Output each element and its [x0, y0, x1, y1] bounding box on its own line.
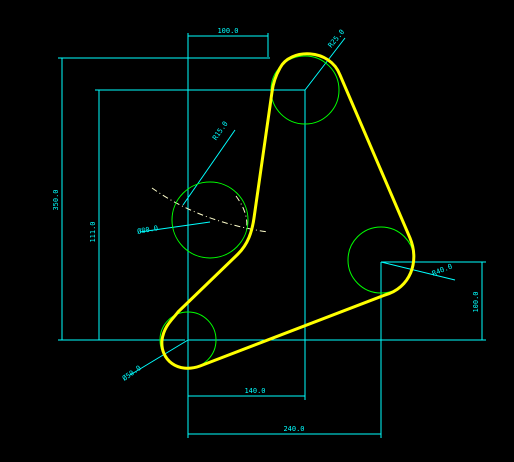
- dim-horizontal-240: 240.0: [283, 425, 304, 433]
- middle-circle: [171, 181, 249, 259]
- centerline-arc: [151, 187, 269, 233]
- dim-vertical-100: 100.0: [472, 291, 480, 312]
- dim-vertical-350: 350.0: [52, 189, 60, 210]
- dimension-lines: [58, 33, 486, 438]
- dim-top-width: 100.0: [217, 27, 238, 35]
- dim-horizontal-140: 140.0: [244, 387, 265, 395]
- dim-mid-diameter: Ø80.0: [137, 224, 159, 236]
- dim-vertical-111: 111.0: [89, 221, 97, 242]
- part-profile-outline: [160, 52, 416, 370]
